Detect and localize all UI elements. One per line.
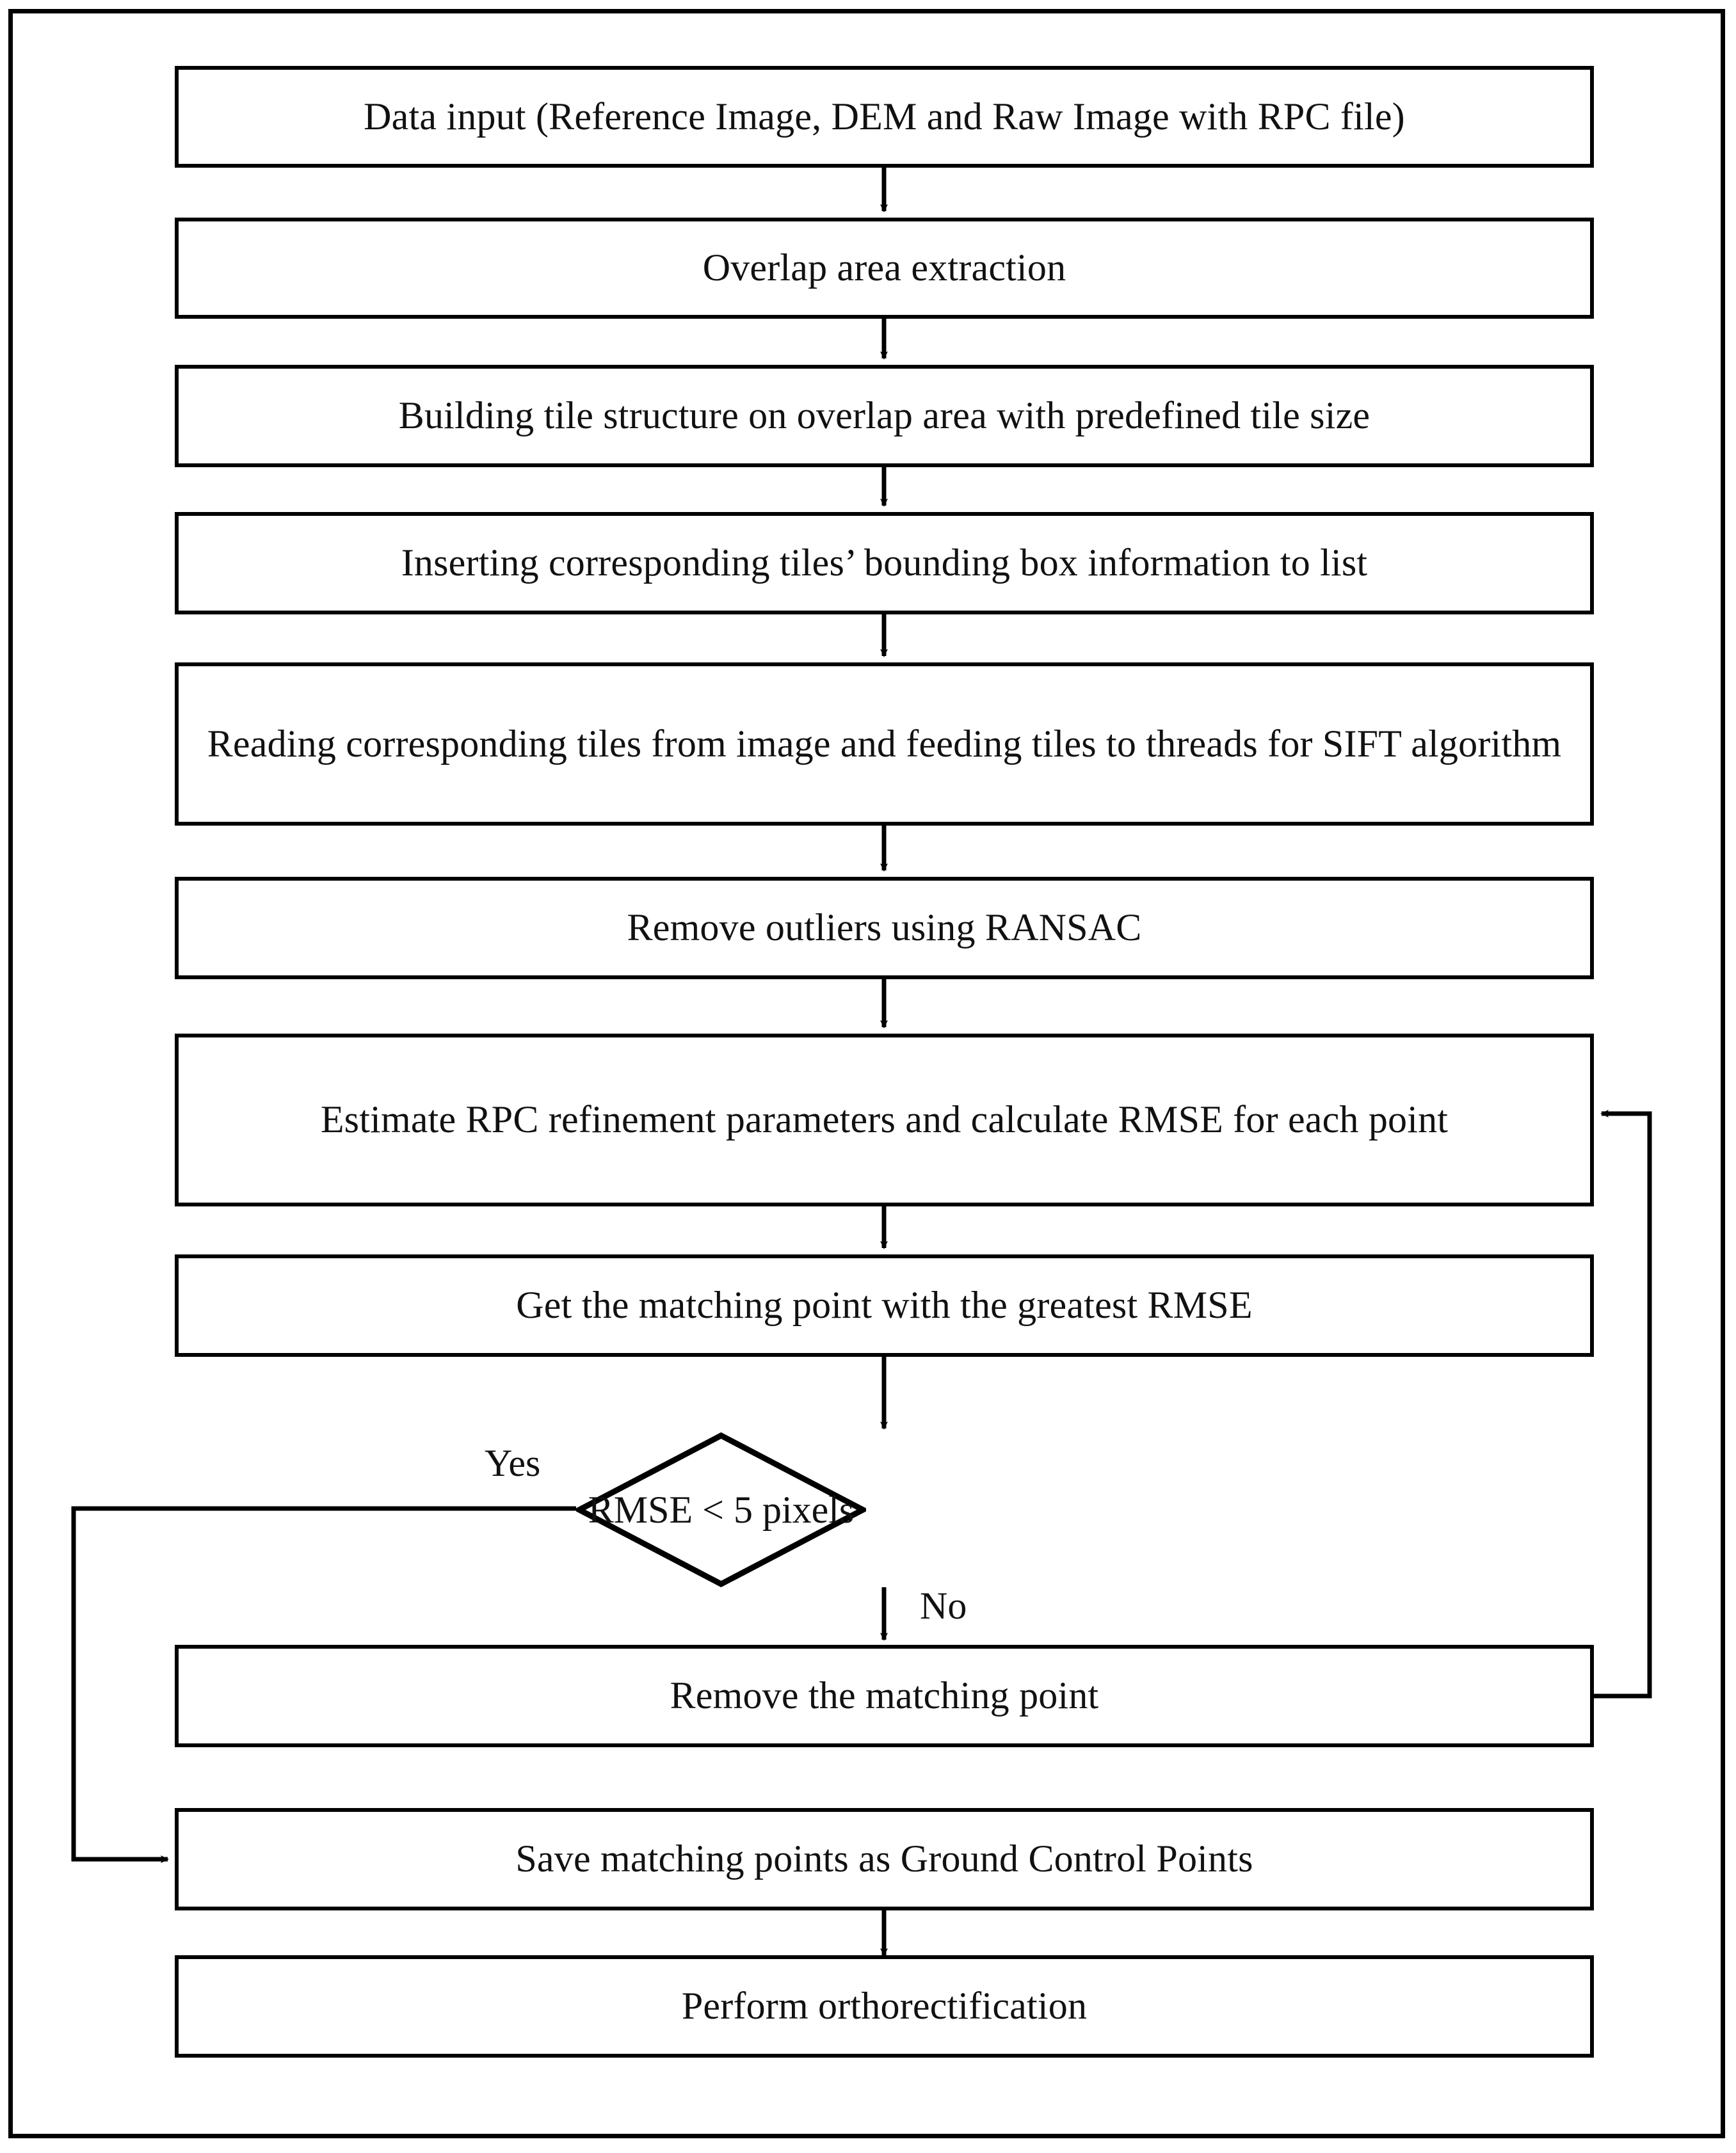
node-perform-orthorectification[interactable]: Perform orthorectification <box>175 1955 1594 2058</box>
edge-n10-n7-loop <box>1594 1110 1652 1699</box>
node-overlap-area-extraction[interactable]: Overlap area extraction <box>175 218 1594 319</box>
node-data-input[interactable]: Data input (Reference Image, DEM and Raw… <box>175 66 1594 168</box>
node-building-tile-structure[interactable]: Building tile structure on overlap area … <box>175 365 1594 467</box>
node-label: Perform orthorectification <box>681 1985 1088 2028</box>
node-get-greatest-rmse[interactable]: Get the matching point with the greatest… <box>175 1254 1594 1357</box>
node-label: Overlap area extraction <box>702 246 1066 289</box>
node-reading-tiles-sift[interactable]: Reading corresponding tiles from image a… <box>175 662 1594 826</box>
node-estimate-rpc-refinement[interactable]: Estimate RPC refinement parameters and c… <box>175 1034 1594 1206</box>
node-label: Remove outliers using RANSAC <box>627 906 1142 949</box>
node-remove-outliers-ransac[interactable]: Remove outliers using RANSAC <box>175 877 1594 979</box>
node-label: Reading corresponding tiles from image a… <box>207 722 1562 765</box>
node-inserting-bounding-box[interactable]: Inserting corresponding tiles’ bounding … <box>175 512 1594 614</box>
node-label: Estimate RPC refinement parameters and c… <box>320 1098 1449 1141</box>
edge-n9-n11-yes <box>71 1506 576 1863</box>
node-label: Get the matching point with the greatest… <box>516 1284 1253 1327</box>
edge-label-yes: Yes <box>485 1442 541 1484</box>
node-label: RMSE < 5 pixels <box>588 1488 855 1531</box>
node-save-ground-control-points[interactable]: Save matching points as Ground Control P… <box>175 1808 1594 1910</box>
outer-border-frame <box>8 9 1725 2138</box>
node-label: Save matching points as Ground Control P… <box>515 1837 1253 1880</box>
diamond-shape <box>576 1432 866 1587</box>
node-label: Remove the matching point <box>670 1674 1099 1717</box>
node-label: Building tile structure on overlap area … <box>398 394 1370 437</box>
node-remove-matching-point[interactable]: Remove the matching point <box>175 1645 1594 1747</box>
node-label: Inserting corresponding tiles’ bounding … <box>401 541 1368 584</box>
node-decision-rmse-threshold[interactable]: RMSE < 5 pixels <box>576 1432 866 1587</box>
edge-label-no: No <box>920 1585 967 1627</box>
node-label: Data input (Reference Image, DEM and Raw… <box>364 95 1405 138</box>
